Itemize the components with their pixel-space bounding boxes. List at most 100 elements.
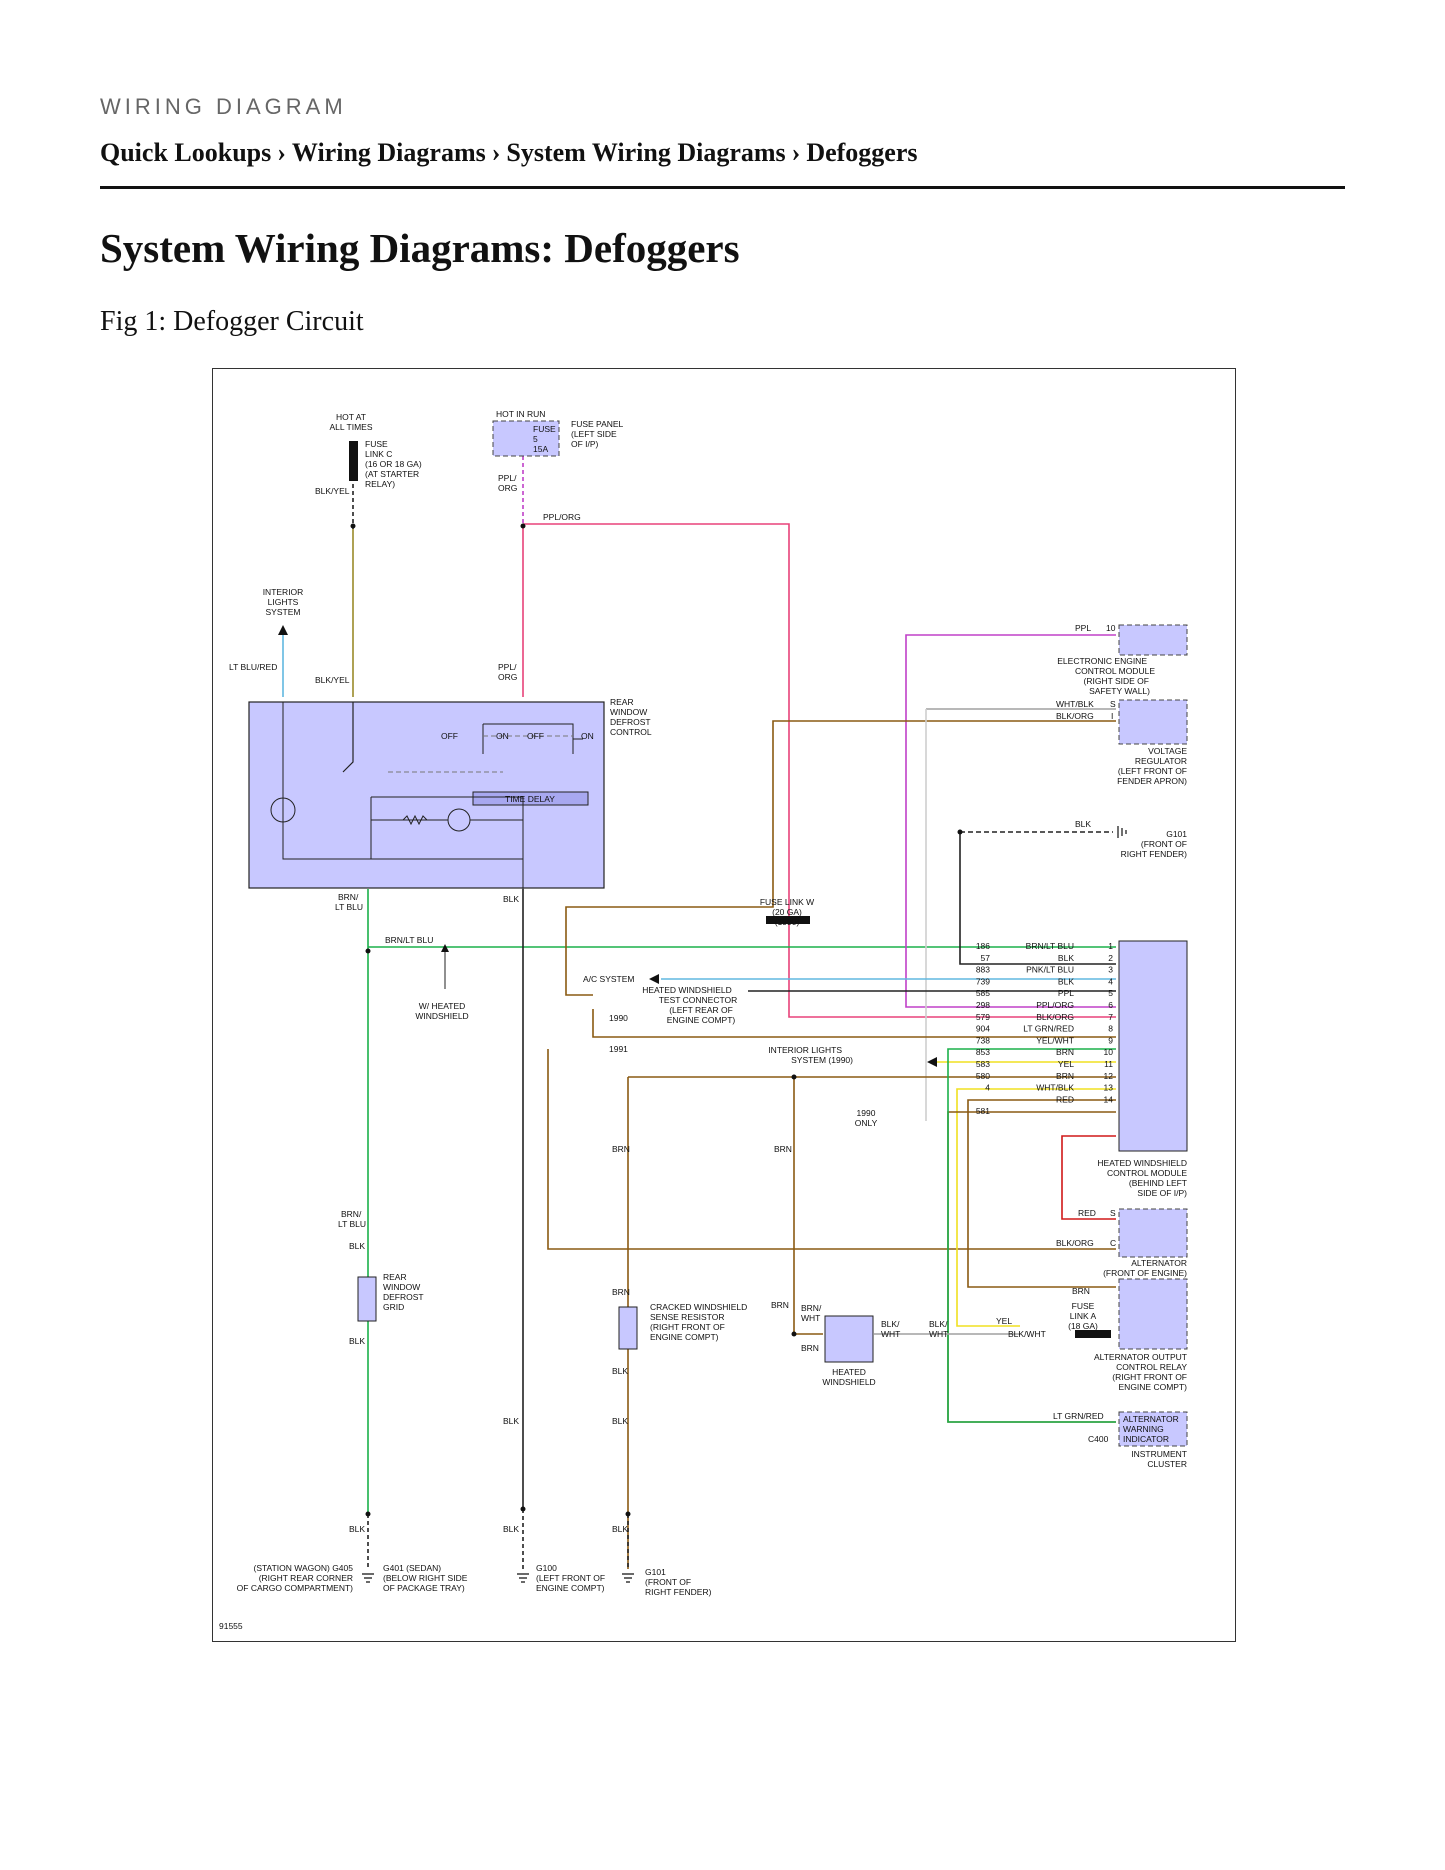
- hwcm-pin-color: BLK/ORG: [1036, 1012, 1074, 1022]
- label-blk: BLK: [612, 1524, 628, 1534]
- hwcm-pin-color: BRN: [1056, 1071, 1074, 1081]
- hwcm-pin-number: 12: [1104, 1071, 1114, 1081]
- splice-dot: [625, 1511, 631, 1517]
- hwcm-pin-number: 9: [1108, 1035, 1113, 1045]
- hwcm-pin-color: PNK/LT BLU: [1026, 965, 1074, 975]
- label-blk-yel: BLK/YEL: [315, 486, 350, 496]
- hwcm-pin-color: BRN/LT BLU: [1026, 941, 1074, 951]
- wire-ppl-eecm: [905, 634, 1116, 1008]
- breadcrumb-wiring-diagrams[interactable]: Wiring Diagrams: [291, 138, 486, 167]
- figure-caption: Fig 1: Defogger Circuit: [100, 306, 364, 337]
- hwcm-pin-number: 10: [1104, 1047, 1114, 1057]
- alt-warning-box: [1118, 1411, 1188, 1447]
- label-pin-s: S: [1110, 1208, 1116, 1218]
- label-blk: BLK: [349, 1241, 365, 1251]
- wire-yel-fuse-link-a: [956, 1088, 1116, 1327]
- eecm-box: [1118, 624, 1188, 656]
- label-brn-lt-blu: BRN/LT BLU: [385, 935, 433, 945]
- hwcm-pin-color: PPL/ORG: [1036, 1000, 1074, 1010]
- wire-ppl-org-to-hwcm: [523, 523, 1116, 1018]
- hwcm-pin-circuit: 57: [981, 953, 991, 963]
- label-1990: 1990: [609, 1013, 628, 1023]
- arrow-left-icon: [927, 1057, 937, 1067]
- label-ppl: PPL: [1075, 623, 1091, 633]
- hwcm-pin-number: 1: [1108, 941, 1113, 951]
- hwcm-pin-color: YEL/WHT: [1036, 1035, 1074, 1045]
- label-brn-lt-blu-split-lower: BRN/LT BLU: [338, 1209, 366, 1229]
- hwcm-pin-circuit: 585: [976, 988, 990, 998]
- splice-dot: [957, 829, 963, 835]
- label-blk-yel-lower: BLK/YEL: [315, 675, 350, 685]
- label-brn: BRN: [612, 1287, 630, 1297]
- wire-blk-g101: [959, 832, 1116, 965]
- page-title: System Wiring Diagrams: Defoggers: [100, 225, 740, 271]
- hwcm-pin-number: 4: [1108, 976, 1113, 986]
- label-c400: C400: [1088, 1434, 1109, 1444]
- label-1991: 1991: [609, 1044, 628, 1054]
- fuse-link-w-icon: [766, 916, 810, 924]
- splice-dot: [791, 1331, 797, 1337]
- hwcm-pin-color: LT GRN/RED: [1023, 1024, 1074, 1034]
- breadcrumb-defoggers[interactable]: Defoggers: [806, 138, 918, 167]
- label-blk-wht-split: BLK/WHT: [881, 1319, 900, 1339]
- label-fuse-link-w: FUSE LINK W(20 GA)(1990): [760, 897, 814, 927]
- wire-lt-grn-red: [947, 1048, 1116, 1423]
- hwcm-pin-number: 14: [1104, 1094, 1114, 1104]
- hwcm-pin-circuit: 186: [976, 941, 990, 951]
- fuse-panel-box: [492, 420, 560, 457]
- hwcm-pin-number: 6: [1108, 1000, 1113, 1010]
- sense-resistor-box: [618, 1306, 638, 1350]
- hwcm-pin-number: 8: [1108, 1024, 1113, 1034]
- header-divider: [100, 186, 1345, 189]
- hwcm-pin-color: BLK: [1058, 976, 1074, 986]
- label-blk: BLK: [503, 1524, 519, 1534]
- splice-dot: [350, 523, 356, 529]
- splice-dot: [365, 1511, 371, 1517]
- hwcm-pin-number: 13: [1104, 1083, 1114, 1093]
- defrost-grid-box: [357, 1276, 377, 1322]
- hwcm-pin-color: BRN: [1056, 1047, 1074, 1057]
- breadcrumb-system-wiring-diagrams[interactable]: System Wiring Diagrams: [506, 138, 786, 167]
- wire-wht-blk-4: [947, 1111, 1116, 1423]
- label-blk-org: BLK/ORG: [1056, 711, 1094, 721]
- label-blk: BLK: [349, 1336, 365, 1346]
- hwcm-pin-circuit: 298: [976, 1000, 990, 1010]
- breadcrumb-quick-lookups[interactable]: Quick Lookups: [100, 138, 272, 167]
- label-ppl-org: PPL/ORG: [543, 512, 581, 522]
- wire-brn-580: [967, 1099, 1116, 1288]
- label-pin-s: S: [1110, 699, 1116, 709]
- hwcm-pin-circuit: 583: [976, 1059, 990, 1069]
- label-lt-blu-red: LT BLU/RED: [229, 662, 277, 672]
- label-brn: BRN: [801, 1343, 819, 1353]
- label-brn-lt-blu-split: BRN/LT BLU: [335, 892, 363, 912]
- label-ppl-org-upper: PPL/ORG: [498, 473, 517, 493]
- label-blk: BLK: [612, 1416, 628, 1426]
- alt-output-relay-box: [1118, 1278, 1188, 1350]
- label-time-delay: TIME DELAY: [505, 794, 555, 804]
- label-pin-10: 10: [1106, 623, 1116, 633]
- splice-dot: [520, 1506, 526, 1512]
- hwcm-pin-number: 2: [1108, 953, 1113, 963]
- label-hot-in-run: HOT IN RUN: [496, 409, 545, 419]
- label-blk-wht-split: BLK/WHT: [929, 1319, 948, 1339]
- hwcm-pin-color: PPL: [1058, 988, 1074, 998]
- label-alternator: ALTERNATOR(FRONT OF ENGINE): [1103, 1258, 1187, 1278]
- arrow-left-icon: [649, 974, 659, 984]
- ground-icon: [362, 1573, 374, 1583]
- label-blk-org: BLK/ORG: [1056, 1238, 1094, 1248]
